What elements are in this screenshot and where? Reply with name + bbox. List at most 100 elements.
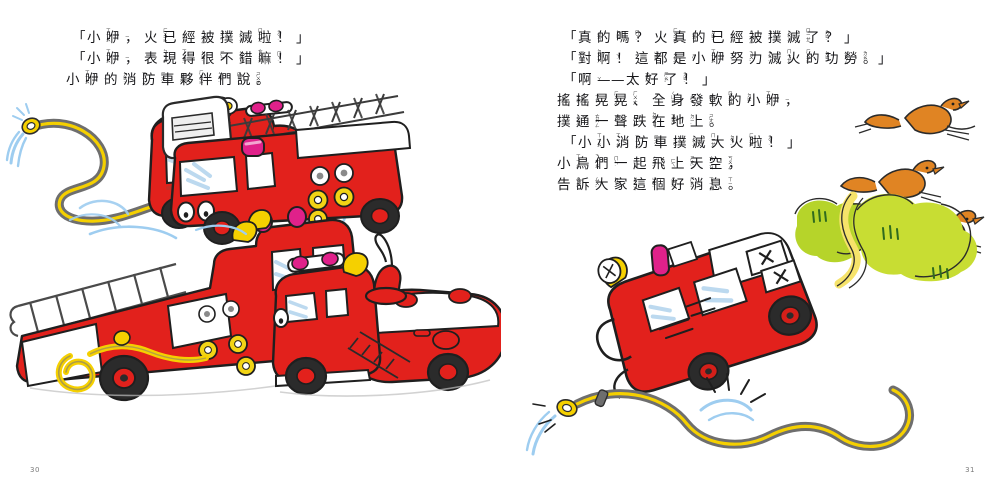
text-token: 」 <box>296 51 310 67</box>
text-token: 了ㄌㄜ˙ <box>806 30 830 46</box>
text-token: 消ㄒㄧㄠ <box>690 177 714 193</box>
text-token: 真ㄓㄣ <box>578 30 602 46</box>
fire-truck-cartoon-face-icon <box>147 96 319 236</box>
text-token: 」 <box>878 51 892 67</box>
ruby-annotation: ㄓㄣ <box>692 32 697 43</box>
ruby-annotation: ㄎㄨㄥ <box>728 156 733 171</box>
text-token: 「 <box>563 72 577 88</box>
ruby-annotation: ㄉㄡ <box>673 53 678 64</box>
text-token: 發ㄈㄚ <box>690 93 714 109</box>
fire-hose-spraying-icon <box>5 103 201 226</box>
ruby-annotation: ㄇㄣ˙ <box>614 156 619 171</box>
text-token: 嗎ㄇㄚ˙ <box>616 30 640 46</box>
text-token: 聲ㄕㄥ <box>614 114 638 130</box>
ruby-annotation: ㄆㄨ <box>576 116 581 127</box>
ruby-annotation: ㄐㄧㄥ <box>201 30 206 45</box>
text-token: 啦ㄌㄚ˙ <box>258 30 282 46</box>
text-token: 、 <box>633 93 647 109</box>
text-token: ？ <box>825 30 839 46</box>
text-token: 天ㄊㄧㄢ <box>690 156 714 172</box>
text-token: 「 <box>563 30 577 46</box>
ruby-annotation: ㄕㄥ <box>633 116 638 127</box>
text-token: 撲ㄆㄨ <box>768 30 792 46</box>
text-token: 家ㄐㄧㄚ <box>614 177 638 193</box>
text-token: 咿ㄧ <box>106 30 130 46</box>
text-token: 得ㄉㄜ˙ <box>182 51 206 67</box>
text-token: 的ㄉㄜ˙ <box>806 51 830 67</box>
text-token: 。 <box>728 177 742 193</box>
ruby-annotation: ㄚ <box>597 77 602 83</box>
text-token: 消ㄒㄧㄠ <box>616 135 640 151</box>
ruby-annotation: ㄉㄜ˙ <box>825 51 830 66</box>
text-token: 啦ㄌㄚ˙ <box>749 135 773 151</box>
exhausted-fire-truck-icon <box>596 232 818 399</box>
text-token: 「 <box>72 51 86 67</box>
text-token: ！ <box>277 30 291 46</box>
ruby-annotation: ㄧ <box>125 35 130 41</box>
text-token: 啊ㄚ˙ <box>597 51 621 67</box>
text-token: 的ㄉㄜ˙ <box>692 30 716 46</box>
ruby-annotation: ㄔㄜ <box>180 74 185 85</box>
ruby-annotation: ㄈㄚ <box>709 95 714 106</box>
ladder-fire-truck-side-icon <box>9 206 364 402</box>
text-token: 們ㄇㄣ˙ <box>218 72 242 88</box>
text-token: 身ㄕㄣ <box>671 93 695 109</box>
text-token: 啊ㄚ <box>578 72 602 88</box>
text-token: 通ㄊㄨㄥ <box>576 114 600 130</box>
ruby-annotation: ㄧ <box>125 56 130 62</box>
text-token: ， <box>125 30 139 46</box>
text-token: 咿ㄧ <box>85 72 109 88</box>
text-token: 空ㄎㄨㄥ <box>709 156 733 172</box>
text-token: 說ㄕㄨㄛ <box>237 72 261 88</box>
